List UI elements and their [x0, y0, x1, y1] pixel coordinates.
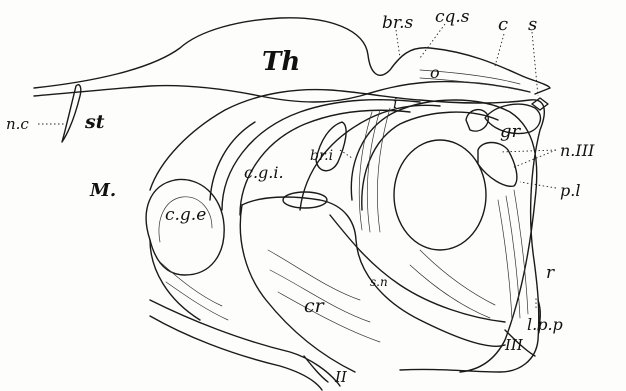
label-r: r	[546, 263, 555, 283]
cge-body	[146, 179, 224, 275]
label-o: o	[430, 63, 440, 82]
label-m: M.	[89, 180, 116, 201]
label-cge: c.g.e	[165, 205, 206, 225]
leader-cqs	[420, 24, 445, 58]
label-cr: cr	[304, 295, 326, 317]
label-ii: II	[334, 368, 348, 386]
label-pl: p.l	[560, 181, 580, 200]
optic-tract-2	[150, 316, 322, 390]
cgi-boundary	[210, 122, 255, 200]
label-iii: III	[504, 336, 524, 354]
label-nc: n.c	[6, 115, 29, 133]
crus-outline	[242, 197, 505, 346]
leader-c	[495, 34, 504, 66]
sn-line	[330, 215, 505, 322]
leader-brs	[396, 30, 400, 58]
label-i: i	[393, 96, 397, 112]
label-bri: br.i	[310, 148, 333, 164]
label-s: s	[528, 14, 537, 35]
leader-pl	[520, 182, 556, 188]
label-st: st	[84, 111, 105, 133]
label-lpp: l.p.p	[527, 315, 563, 334]
label-sn: s.n	[370, 275, 388, 289]
crus-left	[240, 205, 355, 372]
label-gr: gr	[500, 121, 522, 142]
ganglion-dots	[466, 110, 488, 131]
label-c: c	[498, 14, 508, 35]
label-th: Th	[262, 47, 300, 77]
label-niii: n.III	[560, 141, 595, 160]
label-brs: br.s	[382, 13, 414, 33]
label-cqs: cq.s	[435, 7, 470, 27]
lower-contour	[150, 240, 200, 320]
aqueduct	[394, 140, 486, 250]
label-cgi: c.g.i.	[244, 163, 284, 182]
leader-s	[532, 32, 538, 96]
